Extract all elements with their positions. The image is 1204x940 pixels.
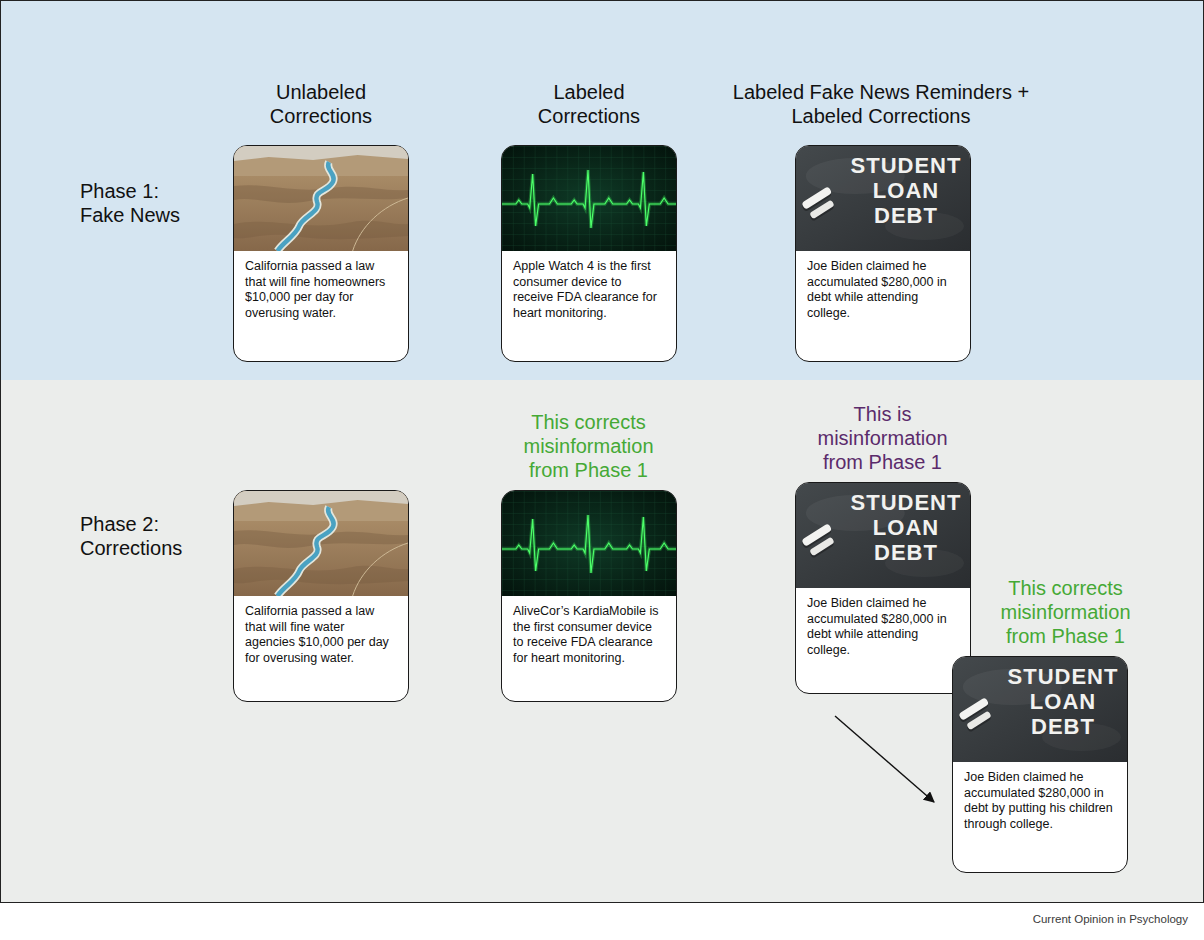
publisher-credit: Current Opinion in Psychology [990,913,1188,927]
card-heading: This corrects misinformation from Phase … [981,576,1151,648]
publisher-credit-holder: Current Opinion in Psychology [990,913,1188,927]
frame-border [1,1,1204,903]
card-text: California passed a law that will fine h… [234,146,408,331]
phase-band: Phase 2: Corrections California passed a … [1,380,1203,902]
card-illustration [234,146,408,251]
news-card: This corrects misinformation from Phase … [501,490,677,702]
column-header: Unlabeled Corrections [246,80,396,128]
column-header-holder: Labeled Corrections [514,80,664,128]
card-heading-holder: This is misinformation from Phase 1 [798,402,968,474]
phase-band: Phase 1: Fake News California passed a la… [1,1,1203,380]
phase-label-holder: Phase 1: Fake News [80,179,192,227]
card-heading: This corrects misinformation from Phase … [504,410,674,482]
card-illustration-use [502,491,676,596]
card-illustration-use [796,146,970,251]
card-illustration-use [234,491,408,596]
news-card: Apple Watch 4 is the first consumer devi… [501,145,677,362]
card-photo [234,146,408,251]
phase-label-holder: Phase 2: Corrections [80,512,198,560]
card-text: AliveCor’s KardiaMobile is the first con… [502,491,676,676]
chalk-lettering-holder: STUDENT LOAN DEBT [1002,664,1124,739]
card-illustration [234,491,408,596]
card-photo [502,491,676,596]
column-header-holder: Labeled Fake News Reminders + Labeled Co… [716,80,1046,128]
chalk-lettering: STUDENT LOAN DEBT [845,490,967,565]
column-header: Labeled Corrections [514,80,664,128]
card-photo [234,491,408,596]
card-heading-holder: This corrects misinformation from Phase … [981,576,1151,648]
chalk-lettering: STUDENT LOAN DEBT [845,153,967,228]
news-card: California passed a law that will fine w… [233,490,409,702]
card-illustration-use [502,146,676,251]
chalk-lettering-holder: STUDENT LOAN DEBT [845,153,967,228]
card-text: Apple Watch 4 is the first consumer devi… [502,146,676,331]
chalk-lettering-holder: STUDENT LOAN DEBT [845,490,967,565]
connector-arrow [835,716,934,802]
card-illustration [502,146,676,251]
card-illustration-use [234,146,408,251]
column-header: Labeled Fake News Reminders + Labeled Co… [716,80,1046,128]
card-illustration-use [796,483,970,588]
card-text: California passed a law that will fine w… [234,491,408,676]
column-header-holder: Unlabeled Corrections [246,80,396,128]
card-illustration [502,491,676,596]
chalk-lettering: STUDENT LOAN DEBT [1002,664,1124,739]
card-heading: This is misinformation from Phase 1 [798,402,968,474]
news-card: California passed a law that will fine h… [233,145,409,362]
phase-label: Phase 2: Corrections [80,512,198,560]
card-photo [502,146,676,251]
card-illustration-use [953,657,1127,762]
card-heading-holder: This corrects misinformation from Phase … [504,410,674,482]
phase-label: Phase 1: Fake News [80,179,192,227]
